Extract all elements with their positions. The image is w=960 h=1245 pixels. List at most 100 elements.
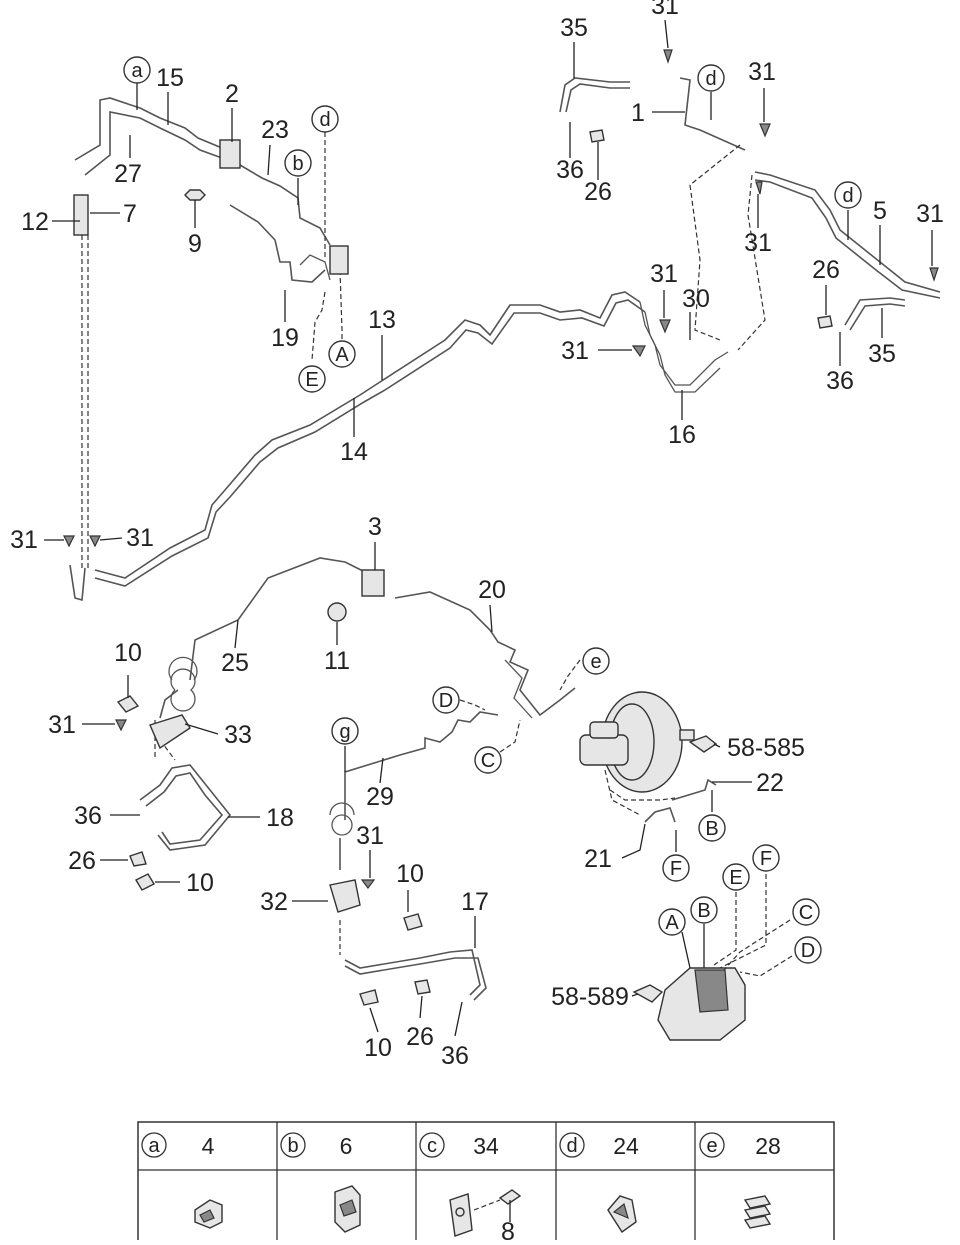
callout-D2: D bbox=[801, 940, 815, 962]
clip-31h bbox=[89, 535, 101, 548]
label-26d: 26 bbox=[406, 1023, 434, 1051]
legend-circle-a bbox=[141, 1132, 167, 1158]
label-35b: 35 bbox=[868, 340, 896, 368]
callout-E1: E bbox=[305, 369, 318, 391]
pipe-25-down bbox=[159, 689, 179, 719]
callout-B1: B bbox=[705, 818, 718, 840]
legend-circle-e bbox=[699, 1132, 725, 1158]
label-32: 32 bbox=[260, 888, 288, 916]
label-9: 9 bbox=[188, 230, 202, 258]
hose-35a-2 bbox=[565, 83, 630, 113]
label-11: 11 bbox=[324, 647, 350, 675]
hose-17b bbox=[344, 957, 487, 1001]
label-12: 12 bbox=[21, 208, 49, 236]
callout-letters: a b d d d e g A E D C B F A B E F C D bbox=[131, 60, 853, 962]
label-19: 19 bbox=[271, 324, 299, 352]
label-30: 30 bbox=[682, 285, 710, 313]
callout-circle-d2 bbox=[697, 64, 725, 92]
legend-letter-a: a bbox=[148, 1135, 160, 1157]
hose-18b bbox=[145, 772, 224, 845]
legend-part-e: 28 bbox=[755, 1133, 781, 1159]
callout-d2: d bbox=[705, 68, 716, 90]
bracket-32 bbox=[329, 879, 361, 913]
callout-circle-F2 bbox=[752, 844, 780, 872]
leader-20 bbox=[489, 604, 493, 633]
pipe-1 bbox=[679, 77, 746, 151]
callout-circle-d1 bbox=[311, 105, 339, 133]
pipe-21 bbox=[644, 807, 676, 823]
legend-bolt-8-label: 8 bbox=[501, 1218, 515, 1240]
callout-a: a bbox=[131, 60, 143, 82]
callout-circle-A2 bbox=[658, 908, 686, 936]
label-27: 27 bbox=[114, 160, 142, 188]
dash-22 bbox=[609, 789, 676, 801]
label-10a: 10 bbox=[114, 639, 142, 667]
callout-C1: C bbox=[481, 750, 495, 772]
label-31j: 31 bbox=[356, 822, 384, 850]
hose-left bbox=[69, 564, 86, 602]
callout-circle-A1 bbox=[328, 340, 356, 368]
callout-circle-D1 bbox=[432, 686, 460, 714]
parts bbox=[63, 49, 939, 1041]
callout-circles bbox=[123, 56, 862, 964]
legend-part-a: 4 bbox=[202, 1133, 215, 1159]
hose-17 bbox=[344, 949, 481, 996]
pipe-16 bbox=[644, 311, 721, 393]
callout-circle-F1 bbox=[662, 854, 690, 882]
clip-31c bbox=[755, 181, 763, 195]
callout-E2: E bbox=[729, 867, 742, 889]
clip-31g bbox=[63, 535, 75, 548]
booster-rod bbox=[679, 729, 695, 741]
connector-585 bbox=[688, 735, 718, 753]
label-29: 29 bbox=[366, 783, 394, 811]
label-16: 16 bbox=[668, 421, 696, 449]
label-36d: 36 bbox=[441, 1042, 469, 1070]
legend-circle-c bbox=[419, 1132, 445, 1158]
label-26a: 26 bbox=[584, 178, 612, 206]
callout-e: e bbox=[590, 651, 601, 673]
label-18: 18 bbox=[266, 804, 294, 832]
legend-letter-d: d bbox=[566, 1135, 577, 1157]
leader-31h bbox=[99, 537, 123, 541]
label-14: 14 bbox=[340, 438, 368, 466]
pipe-5b bbox=[754, 179, 941, 299]
callout-circle-e bbox=[582, 647, 610, 675]
legend-circle-d bbox=[559, 1132, 585, 1158]
coil-25 bbox=[168, 656, 198, 712]
dash-e bbox=[559, 659, 581, 691]
label-7: 7 bbox=[123, 200, 137, 228]
legend-bolt-8-icon bbox=[498, 1189, 522, 1205]
callout-circle-d3 bbox=[834, 181, 862, 209]
callout-circle-E1 bbox=[298, 365, 326, 393]
bolt-9 bbox=[184, 189, 206, 201]
label-31i: 31 bbox=[48, 711, 76, 739]
legend-clip-34-dash bbox=[473, 1199, 501, 1211]
label-15: 15 bbox=[156, 64, 184, 92]
callout-d3: d bbox=[842, 185, 853, 207]
legend-part-b: 6 bbox=[340, 1133, 353, 1159]
dash-D bbox=[459, 699, 486, 711]
leader-29 bbox=[379, 757, 384, 784]
hose-18 bbox=[139, 764, 232, 851]
dash-C bbox=[499, 719, 521, 753]
callout-circle-a bbox=[123, 56, 151, 84]
bolt-10a bbox=[116, 695, 140, 713]
callout-g: g bbox=[339, 721, 350, 743]
label-31f: 31 bbox=[561, 337, 589, 365]
legend-table-frame bbox=[137, 1121, 835, 1245]
label-5: 5 bbox=[873, 197, 887, 225]
leader-A2 bbox=[681, 931, 691, 969]
legend-cell-d: d 24 bbox=[559, 1132, 639, 1159]
part-number-labels: 1 2 3 5 7 9 10 10 10 10 11 12 13 14 15 1… bbox=[10, 0, 944, 1070]
leader-C2 bbox=[723, 919, 791, 971]
label-36a: 36 bbox=[556, 156, 584, 184]
legend-part-c: 34 bbox=[473, 1133, 499, 1159]
bracket-3 bbox=[361, 569, 385, 597]
label-31e: 31 bbox=[650, 260, 678, 288]
pipe-13 bbox=[94, 291, 641, 579]
label-10d: 10 bbox=[364, 1034, 392, 1062]
dash-5-30 bbox=[737, 174, 766, 351]
bolt-26c bbox=[129, 851, 147, 867]
callout-circle-C2 bbox=[792, 898, 820, 926]
label-2: 2 bbox=[225, 80, 239, 108]
